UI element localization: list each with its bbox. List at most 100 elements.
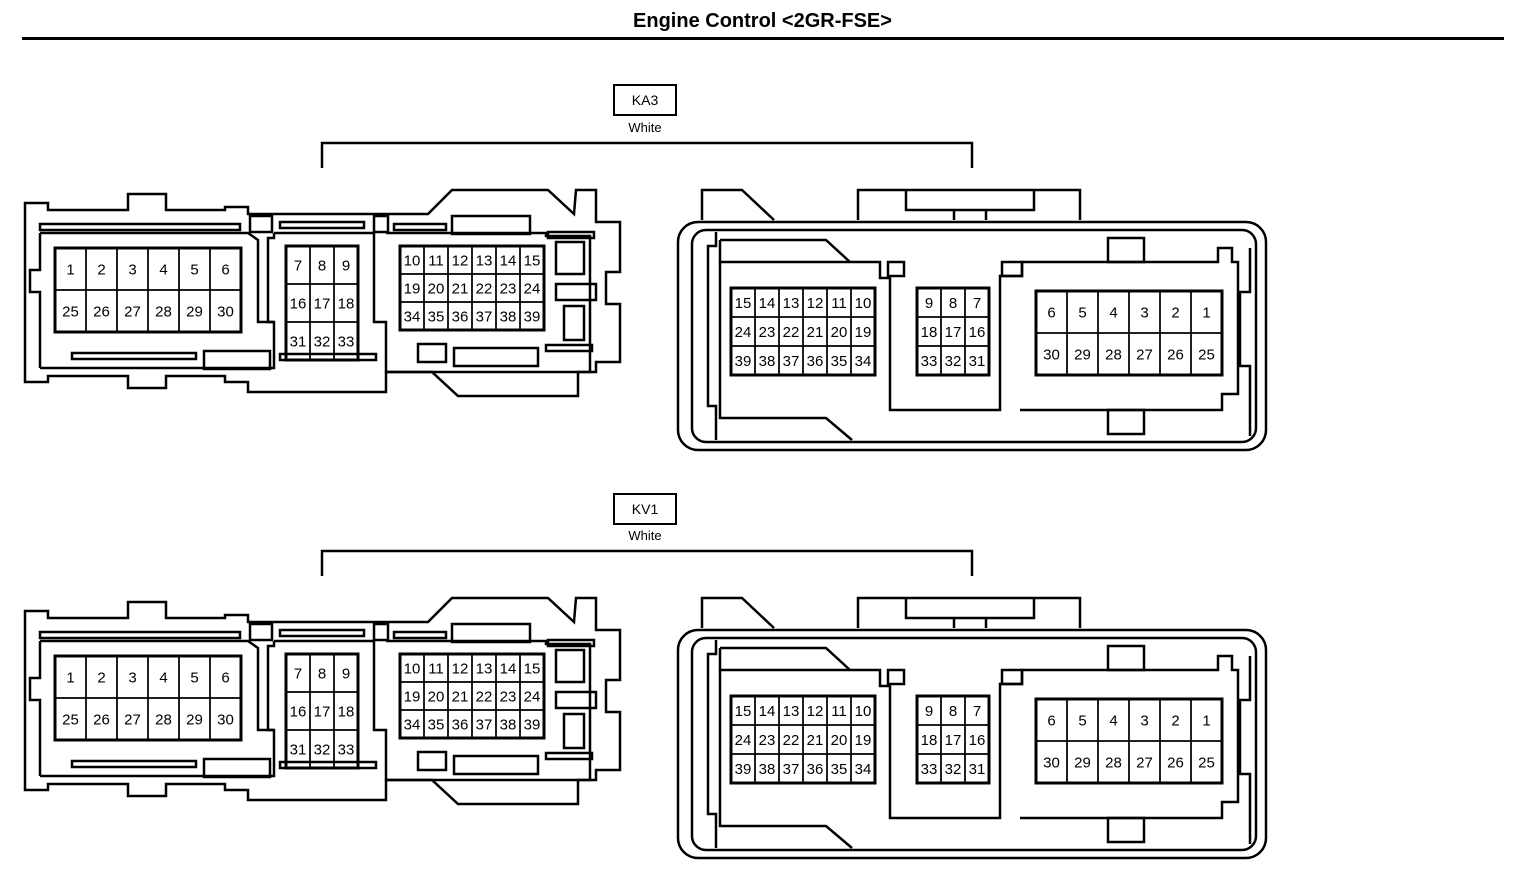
pin-number: 28 bbox=[1105, 347, 1122, 364]
pin-number: 2 bbox=[97, 262, 105, 279]
pin-number: 14 bbox=[759, 703, 776, 720]
pin-cavity bbox=[964, 753, 990, 784]
title-rule bbox=[22, 37, 1504, 40]
pin-cavity bbox=[1190, 332, 1223, 376]
pin-number: 38 bbox=[500, 309, 517, 326]
connector-group-kv1: KV1 White bbox=[23, 493, 1268, 860]
page-title: Engine Control <2GR-FSE> bbox=[633, 10, 892, 32]
pin-number: 22 bbox=[476, 689, 493, 706]
pin-number: 7 bbox=[973, 295, 981, 312]
pin-number: 22 bbox=[783, 732, 800, 749]
pin-number: 18 bbox=[338, 296, 355, 313]
pin-number: 23 bbox=[759, 324, 776, 341]
pin-number: 13 bbox=[783, 295, 800, 312]
pin-number: 38 bbox=[500, 717, 517, 734]
pin-number: 36 bbox=[807, 761, 824, 778]
pin-number: 16 bbox=[969, 324, 986, 341]
pin-number: 29 bbox=[186, 304, 203, 321]
pin-number: 19 bbox=[404, 689, 421, 706]
pin-number: 35 bbox=[428, 717, 445, 734]
pin-number: 28 bbox=[1105, 755, 1122, 772]
pin-number: 31 bbox=[290, 334, 307, 351]
pin-number: 20 bbox=[831, 732, 848, 749]
pin-number: 16 bbox=[969, 732, 986, 749]
pin-number: 19 bbox=[855, 732, 872, 749]
pin-number: 30 bbox=[1043, 347, 1060, 364]
pin-number: 1 bbox=[1202, 713, 1210, 730]
pin-number: 12 bbox=[807, 295, 824, 312]
pin-number: 25 bbox=[1198, 347, 1215, 364]
pin-number: 12 bbox=[452, 253, 469, 270]
pin-number: 34 bbox=[404, 309, 421, 326]
pin-number: 20 bbox=[428, 689, 445, 706]
pin-cavity bbox=[964, 345, 990, 376]
male-connector-housing bbox=[23, 596, 622, 806]
pin-number: 8 bbox=[949, 295, 957, 312]
pin-number: 28 bbox=[155, 712, 172, 729]
female-connector-housing bbox=[676, 596, 1268, 860]
pin-number: 15 bbox=[524, 253, 541, 270]
pin-number: 21 bbox=[807, 324, 824, 341]
pin-number: 10 bbox=[855, 295, 872, 312]
pin-number: 10 bbox=[404, 661, 421, 678]
pin-number: 17 bbox=[314, 704, 331, 721]
pin-number: 39 bbox=[735, 353, 752, 370]
pin-number: 39 bbox=[524, 309, 541, 326]
pin-number: 8 bbox=[949, 703, 957, 720]
pin-cavity bbox=[519, 301, 545, 331]
pin-number: 38 bbox=[759, 353, 776, 370]
pin-number: 37 bbox=[476, 309, 493, 326]
connector-id-label: KV1 bbox=[632, 501, 659, 517]
female-connector-housing bbox=[676, 188, 1268, 452]
pin-number: 7 bbox=[973, 703, 981, 720]
pin-number: 2 bbox=[1171, 305, 1179, 322]
pin-number: 19 bbox=[404, 281, 421, 298]
connector-color-label: White bbox=[628, 120, 661, 135]
pin-number: 10 bbox=[855, 703, 872, 720]
pin-number: 13 bbox=[476, 253, 493, 270]
pin-number: 16 bbox=[290, 296, 307, 313]
pin-number: 33 bbox=[338, 334, 355, 351]
pin-number: 20 bbox=[428, 281, 445, 298]
pin-number: 25 bbox=[62, 304, 79, 321]
pin-number: 36 bbox=[452, 717, 469, 734]
pin-number: 4 bbox=[159, 262, 167, 279]
pin-number: 26 bbox=[1167, 755, 1184, 772]
pin-number: 16 bbox=[290, 704, 307, 721]
pin-number: 8 bbox=[318, 258, 326, 275]
pin-cavity bbox=[850, 753, 876, 784]
pin-number: 14 bbox=[500, 661, 517, 678]
pin-cavity bbox=[333, 321, 359, 361]
pin-number: 27 bbox=[124, 712, 141, 729]
pin-number: 6 bbox=[1047, 305, 1055, 322]
pin-number: 5 bbox=[1078, 713, 1086, 730]
male-connector-housing bbox=[23, 188, 622, 398]
pin-number: 3 bbox=[128, 262, 136, 279]
pin-number: 24 bbox=[524, 689, 541, 706]
pin-number: 12 bbox=[452, 661, 469, 678]
pin-number: 32 bbox=[945, 761, 962, 778]
pin-number: 18 bbox=[921, 324, 938, 341]
pin-number: 18 bbox=[338, 704, 355, 721]
pin-number: 25 bbox=[62, 712, 79, 729]
pin-number: 30 bbox=[217, 712, 234, 729]
connector-color-label: White bbox=[628, 528, 661, 543]
pin-number: 38 bbox=[759, 761, 776, 778]
pin-number: 4 bbox=[159, 670, 167, 687]
pin-number: 35 bbox=[428, 309, 445, 326]
pin-number: 5 bbox=[190, 670, 198, 687]
pin-number: 3 bbox=[1140, 305, 1148, 322]
pin-number: 20 bbox=[831, 324, 848, 341]
pin-number: 26 bbox=[93, 304, 110, 321]
pin-number: 26 bbox=[1167, 347, 1184, 364]
pin-number: 27 bbox=[1136, 755, 1153, 772]
pin-number: 17 bbox=[314, 296, 331, 313]
pin-number: 3 bbox=[1140, 713, 1148, 730]
